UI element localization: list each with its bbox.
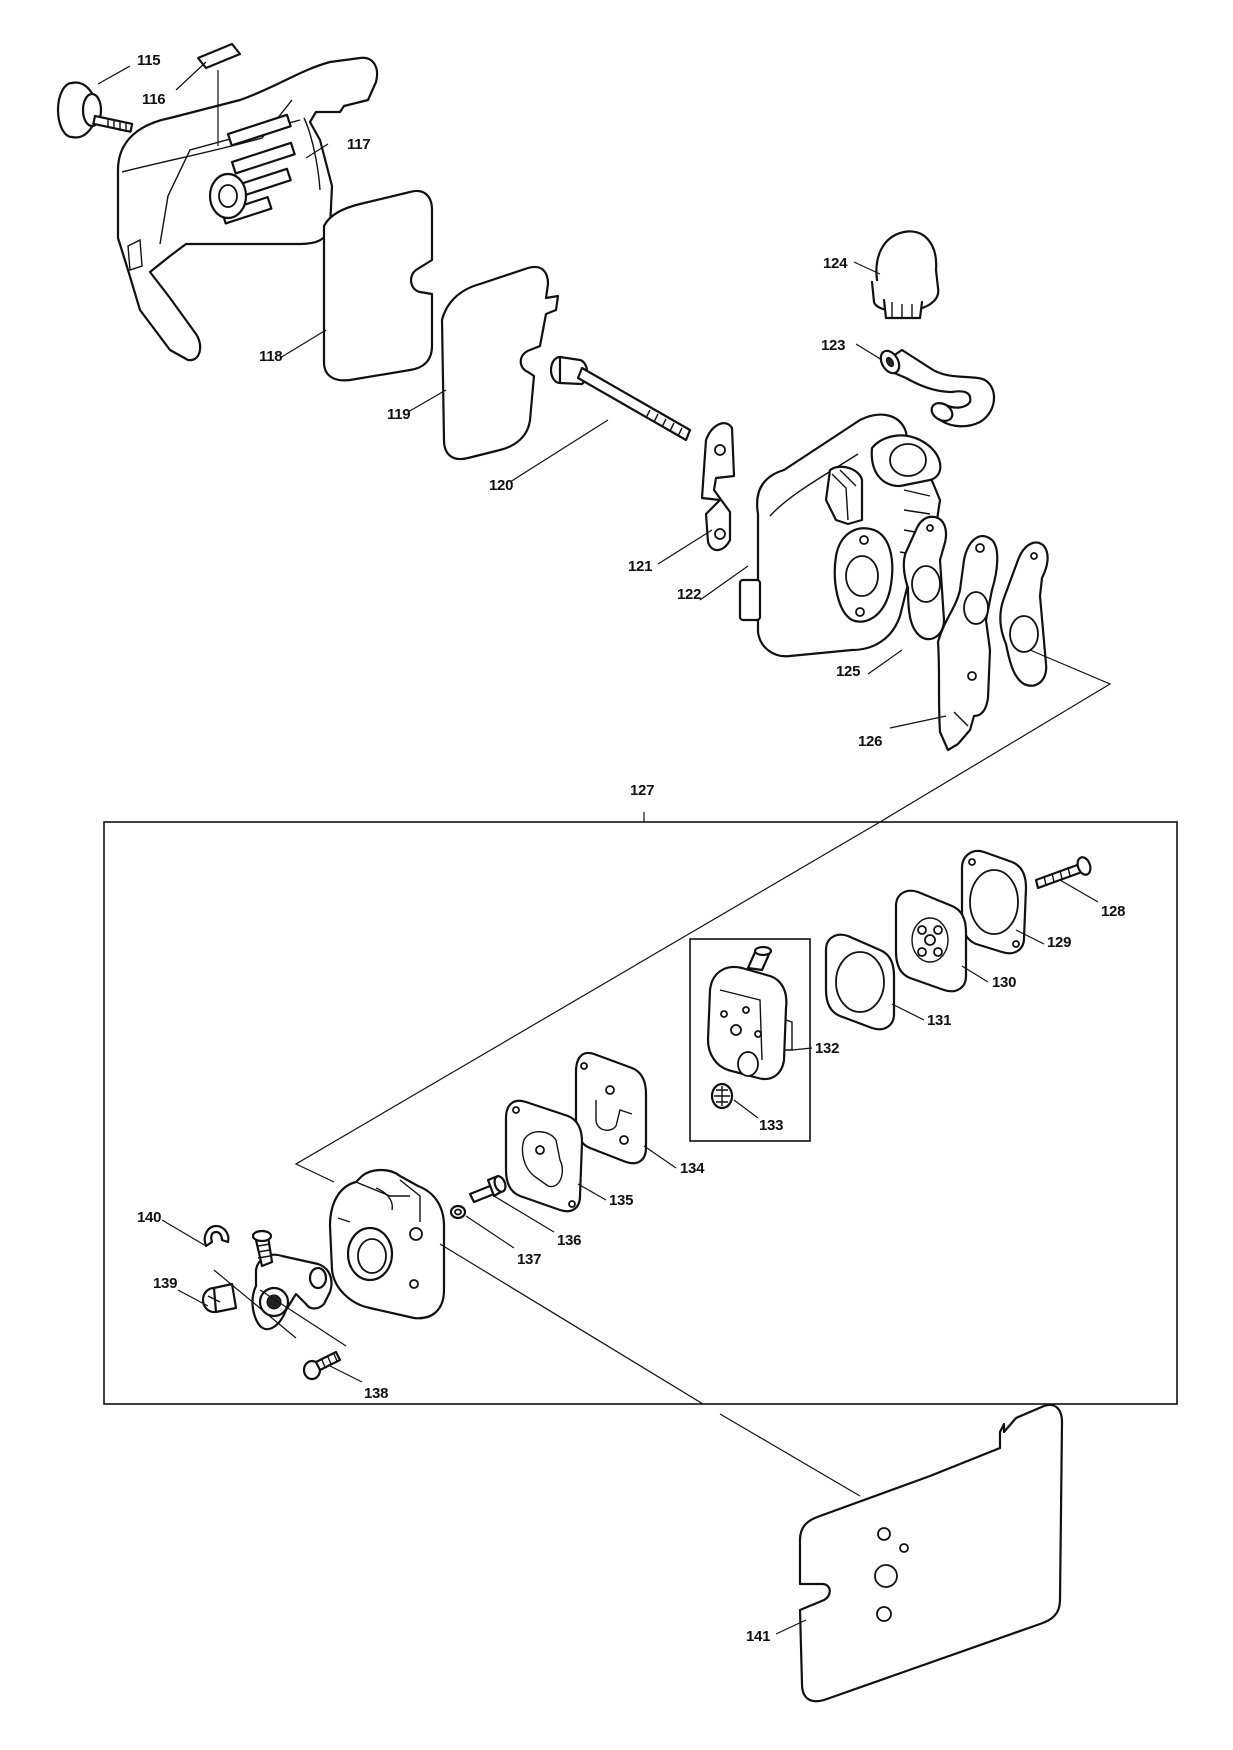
part-120-bolt	[549, 355, 692, 442]
part-115-knob-screw	[56, 81, 134, 139]
callout-127: 127	[630, 782, 654, 799]
part-131-gasket	[824, 933, 896, 1031]
part-117-air-cleaner-cover	[116, 56, 379, 362]
part-132-inset-box	[689, 938, 811, 1142]
leader-lines	[97, 61, 1112, 1635]
callout-141: 141	[746, 1628, 770, 1645]
part-138-screw	[302, 1350, 342, 1381]
part-140-e-ring	[203, 1224, 230, 1248]
callout-123: 123	[821, 337, 845, 354]
callout-124: 124	[823, 255, 848, 272]
callout-132: 132	[815, 1040, 839, 1057]
part-gasket-outline	[999, 541, 1049, 687]
callout-125: 125	[836, 663, 860, 680]
part-122-air-cleaner-base	[738, 413, 942, 658]
callout-118: 118	[259, 348, 282, 365]
part-126-bracket-plate	[936, 535, 999, 752]
part-119-filter-screen	[440, 265, 560, 461]
callout-130: 130	[992, 974, 1016, 991]
part-135-metering-plate	[504, 1099, 584, 1213]
carburetor-kit-box	[103, 821, 1178, 1405]
callout-labels: 115 116 117 118 119 120 121 122 123 124 …	[137, 52, 1125, 1645]
part-124-primer-bulb	[870, 230, 940, 320]
callout-137: 137	[517, 1251, 541, 1268]
part-118-filter-element	[322, 189, 434, 382]
part-130-diaphragm	[894, 889, 968, 993]
throttle-lever	[251, 1229, 333, 1331]
callout-140: 140	[137, 1209, 161, 1226]
part-141-gasket-plate	[798, 1403, 1064, 1703]
callout-138: 138	[364, 1385, 388, 1402]
callout-136: 136	[557, 1232, 581, 1249]
part-128-screw	[1034, 856, 1092, 890]
callout-115: 115	[137, 52, 160, 69]
callout-134: 134	[680, 1160, 705, 1177]
callout-119: 119	[387, 406, 410, 423]
callout-116: 116	[142, 91, 165, 108]
carburetor-body	[328, 1168, 446, 1320]
part-121-bracket	[700, 422, 736, 552]
part-123-tube	[879, 348, 996, 428]
callout-122: 122	[677, 586, 701, 603]
part-132-pump-body	[706, 945, 793, 1081]
callout-133: 133	[759, 1117, 783, 1134]
part-125-gasket	[902, 515, 948, 641]
callout-121: 121	[628, 558, 652, 575]
callout-135: 135	[609, 1192, 633, 1209]
part-139-screw	[201, 1282, 238, 1314]
callout-117: 117	[347, 136, 370, 153]
part-133-screen	[710, 1082, 734, 1110]
callout-129: 129	[1047, 934, 1071, 951]
callout-120: 120	[489, 477, 513, 494]
part-129-cover	[960, 849, 1028, 955]
part-137-o-ring	[449, 1204, 467, 1220]
callout-128: 128	[1101, 903, 1125, 920]
callout-131: 131	[927, 1012, 951, 1029]
part-134-gasket	[574, 1051, 648, 1165]
callout-126: 126	[858, 733, 882, 750]
part-136-needle	[468, 1174, 507, 1204]
callout-139: 139	[153, 1275, 177, 1292]
